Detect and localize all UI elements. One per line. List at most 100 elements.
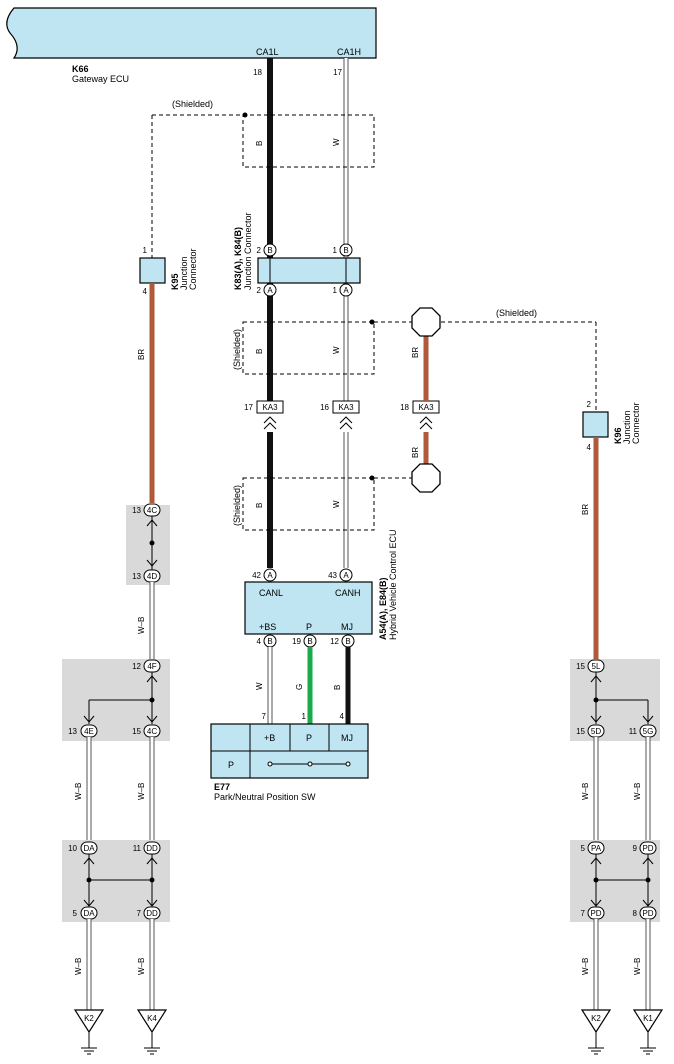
col-mj-label: MJ [341,733,353,743]
e77-id: E77 [214,782,230,792]
ka3-pin-17: 17 [244,403,253,412]
col-p-label: P [306,733,312,743]
wire-color-wb: W–B [137,958,146,975]
tag-b: B [345,637,350,646]
pin-1: 1 [302,712,307,721]
pin-12: 12 [330,637,339,646]
conn-pa-pin: 5 [581,844,586,853]
col-b-label: +B [264,733,275,743]
conn-da-pin: 10 [68,844,77,853]
k95-name2: Connector [188,248,198,290]
wire-color-wb: W–B [633,958,642,975]
k83-id: K83(A), K84(B) [233,227,243,290]
pin-19: 19 [292,637,301,646]
canl-label: CANL [259,588,283,598]
gateway-ecu: CA1L CA1H K66 Gateway ECU 18 17 [6,7,377,84]
wire-color-wb: W–B [581,783,590,800]
p-label: P [306,622,312,632]
wire-color-g: G [295,684,304,690]
wire-color-wb: W–B [581,958,590,975]
ground-k2-left: K2 [73,1009,105,1055]
k96-pin-bottom: 4 [587,443,592,452]
pin-4: 4 [257,637,262,646]
conn-da: DA [83,844,95,853]
shielded-label-top: (Shielded) [172,99,213,109]
wire-color-wb: W–B [633,783,642,800]
pin-4: 4 [340,712,345,721]
conn-4e: 4E [84,727,94,736]
k95-id: K95 [170,273,180,290]
shielded-label-mid: (Shielded) [232,329,242,370]
ka3-pin-18: 18 [400,403,409,412]
pin-b1: 1 [333,246,338,255]
k96-branch: 2 4 K96 Junction Connector BR 5L 15 5D 1… [570,400,660,1010]
conn-pa: PA [591,844,602,853]
e77-name: Park/Neutral Position SW [214,792,316,802]
canh-label: CANH [335,588,361,598]
ka3-label: KA3 [338,403,354,412]
ka3-connectors: KA3 17 KA3 16 KA3 18 [244,400,440,430]
conn-5l: 5L [592,662,601,671]
conn-dd-pin: 11 [133,844,142,853]
k83-name: Junction Connector [243,212,253,290]
conn-5l-pin: 15 [576,662,585,671]
shield-top: (Shielded) B W [152,99,375,168]
tag-a: A [267,571,273,580]
conn-5d: 5D [591,727,601,736]
conn-4c-pin: 15 [132,727,141,736]
shielded-label-bottom: (Shielded) [232,485,242,526]
shielded-label-right: (Shielded) [496,308,537,318]
tag-b: B [343,246,348,255]
ka3-label: KA3 [418,403,434,412]
wire-color-br: BR [137,349,146,360]
conn-da: DA [83,909,95,918]
bs-label: +BS [259,622,276,632]
wire-color-w: W [332,138,341,146]
k95-branch: 1 4 K95 Junction Connector BR 4C 13 4D 1… [62,115,198,1010]
pin-b2: 2 [257,246,262,255]
ground-k1: K1 [632,1009,664,1055]
conn-pd-pin: 7 [581,909,586,918]
conn-pd: PD [642,909,653,918]
conn-dd: DD [146,844,158,853]
conn-4f-pin: 12 [132,662,141,671]
wire-color-b: B [255,349,264,354]
conn-pd: PD [590,909,601,918]
conn-5g-pin: 11 [629,727,638,736]
ground-k2-label: K2 [84,1014,94,1023]
conn-pd-pin: 8 [633,909,638,918]
conn-4c: 4C [147,727,157,736]
can-wires [267,58,349,568]
k95-name1: Junction [179,256,189,290]
ka3-label: KA3 [262,403,278,412]
pin-18: 18 [253,68,262,77]
conn-4e-pin: 13 [68,727,77,736]
conn-4d-pin: 13 [132,572,141,581]
pin-7: 7 [262,712,267,721]
wire-color-br: BR [411,447,420,458]
conn-da-pin: 5 [73,909,78,918]
ground-k1-label: K1 [643,1014,653,1023]
conn-pd: PD [642,844,653,853]
pnp-switch-wires: W G B 7 1 4 [255,647,351,724]
wire-color-wb: W–B [74,783,83,800]
park-neutral-position-switch: +B P MJ P E77 Park/Neutral Position SW [210,723,369,802]
conn-4f: 4F [147,662,156,671]
shield-mid: (Shielded) (Shielded) B W [232,308,597,412]
k95-pin-top: 1 [143,246,148,255]
wire-color-w: W [255,682,264,690]
pin-ca1l-label: CA1L [256,47,279,57]
wire-color-br: BR [581,504,590,515]
k66-name: Gateway ECU [72,74,129,84]
tag-a: A [343,571,349,580]
wire-color-b: B [255,141,264,146]
ground-k4: K4 [136,1009,168,1055]
pin-17: 17 [333,68,342,77]
ground-k4-label: K4 [147,1014,157,1023]
conn-4c-pin: 13 [132,506,141,515]
wire-color-b: B [255,503,264,508]
shield-bottom: (Shielded) B W [232,475,413,531]
mj-label: MJ [341,622,353,632]
tag-a: A [343,286,349,295]
